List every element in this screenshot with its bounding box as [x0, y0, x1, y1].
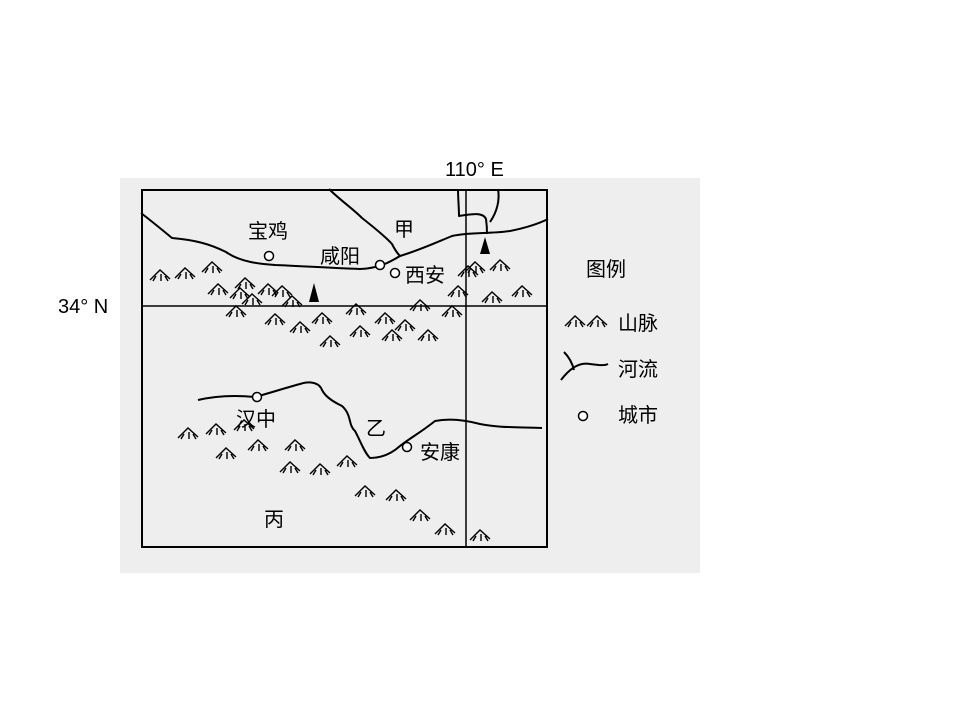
mountain-glyph [349, 325, 371, 338]
legend-city-icon [577, 410, 589, 422]
place-ankang: 安康 [420, 440, 460, 464]
place-yi: 乙 [366, 416, 386, 440]
mountain-glyph [385, 489, 407, 502]
place-xianyang: 咸阳 [320, 244, 360, 268]
legend-mountain-label: 山脉 [618, 311, 658, 335]
mountain-glyph [336, 455, 358, 468]
legend-title: 图例 [586, 257, 626, 281]
peak-marker [309, 283, 319, 302]
mountain-glyph [284, 439, 306, 452]
city-ankang-marker [401, 441, 413, 453]
mountain-glyph [564, 315, 586, 328]
mountain-glyph [434, 523, 456, 536]
mountain-glyph [207, 283, 229, 296]
map-frame [141, 189, 548, 548]
city-baoji-marker [263, 250, 275, 262]
city-hanzhong-marker [251, 391, 263, 403]
mountain-glyph [464, 261, 486, 274]
mountain-glyph [354, 485, 376, 498]
mountain-glyph [319, 335, 341, 348]
mountain-glyph [394, 319, 416, 332]
mountain-glyph [417, 329, 439, 342]
mountain-glyph [469, 529, 491, 542]
place-hanzhong: 汉中 [236, 407, 276, 431]
longitude-label: 110° E [445, 159, 504, 181]
mountain-glyph [225, 305, 247, 318]
mountain-glyph [309, 463, 331, 476]
river-north-tributary-3 [489, 188, 500, 223]
peak-marker [480, 237, 490, 254]
mountain-glyph [174, 267, 196, 280]
mountain-glyph [177, 427, 199, 440]
mountain-glyph [289, 321, 311, 334]
mountain-glyph [409, 509, 431, 522]
river-north-tributary-1 [328, 188, 401, 257]
mountain-glyph [271, 285, 293, 298]
mountain-glyph [215, 447, 237, 460]
latitude-label: 34° N [58, 296, 109, 318]
mountain-glyph [481, 291, 503, 304]
mountain-range [149, 259, 533, 542]
mountain-glyph [247, 439, 269, 452]
map-panel [120, 178, 700, 573]
mountain-glyph [409, 299, 431, 312]
place-baoji: 宝鸡 [248, 219, 288, 243]
city-xianyang-marker [374, 259, 386, 271]
mountain-glyph [381, 329, 403, 342]
legend-river-icon [560, 351, 609, 381]
river-north-tributary-2 [457, 188, 488, 235]
legend-mountain-icon [564, 315, 608, 328]
place-jia: 甲 [394, 217, 414, 241]
mountain-glyph [201, 261, 223, 274]
mountain-glyph [374, 312, 396, 325]
rivers [140, 188, 549, 459]
mountain-glyph [586, 315, 608, 328]
river-han [197, 381, 543, 459]
legend-river-label: 河流 [618, 357, 658, 381]
mountain-glyph [257, 283, 279, 296]
mountain-glyph [345, 303, 367, 316]
mountain-glyph [281, 295, 303, 308]
river-wei [140, 212, 549, 270]
cities [251, 250, 413, 453]
mountain-glyph [241, 293, 263, 306]
mountain-glyph [205, 423, 227, 436]
place-xian: 西安 [405, 263, 445, 287]
mountain-glyph [279, 461, 301, 474]
mountain-glyph [264, 313, 286, 326]
city-xian-marker [389, 267, 401, 279]
mountain-glyph [229, 287, 251, 300]
mountain-glyph [311, 312, 333, 325]
mountain-glyph [489, 259, 511, 272]
mountain-glyph [447, 285, 469, 298]
mountain-glyph [457, 265, 479, 278]
place-bing: 丙 [264, 507, 284, 531]
mountain-glyph [233, 419, 255, 432]
mountain-glyph [234, 277, 256, 290]
legend-city-label: 城市 [618, 403, 658, 427]
mountain-glyph [511, 285, 533, 298]
mountain-glyph [441, 305, 463, 318]
mountain-glyph [149, 269, 171, 282]
